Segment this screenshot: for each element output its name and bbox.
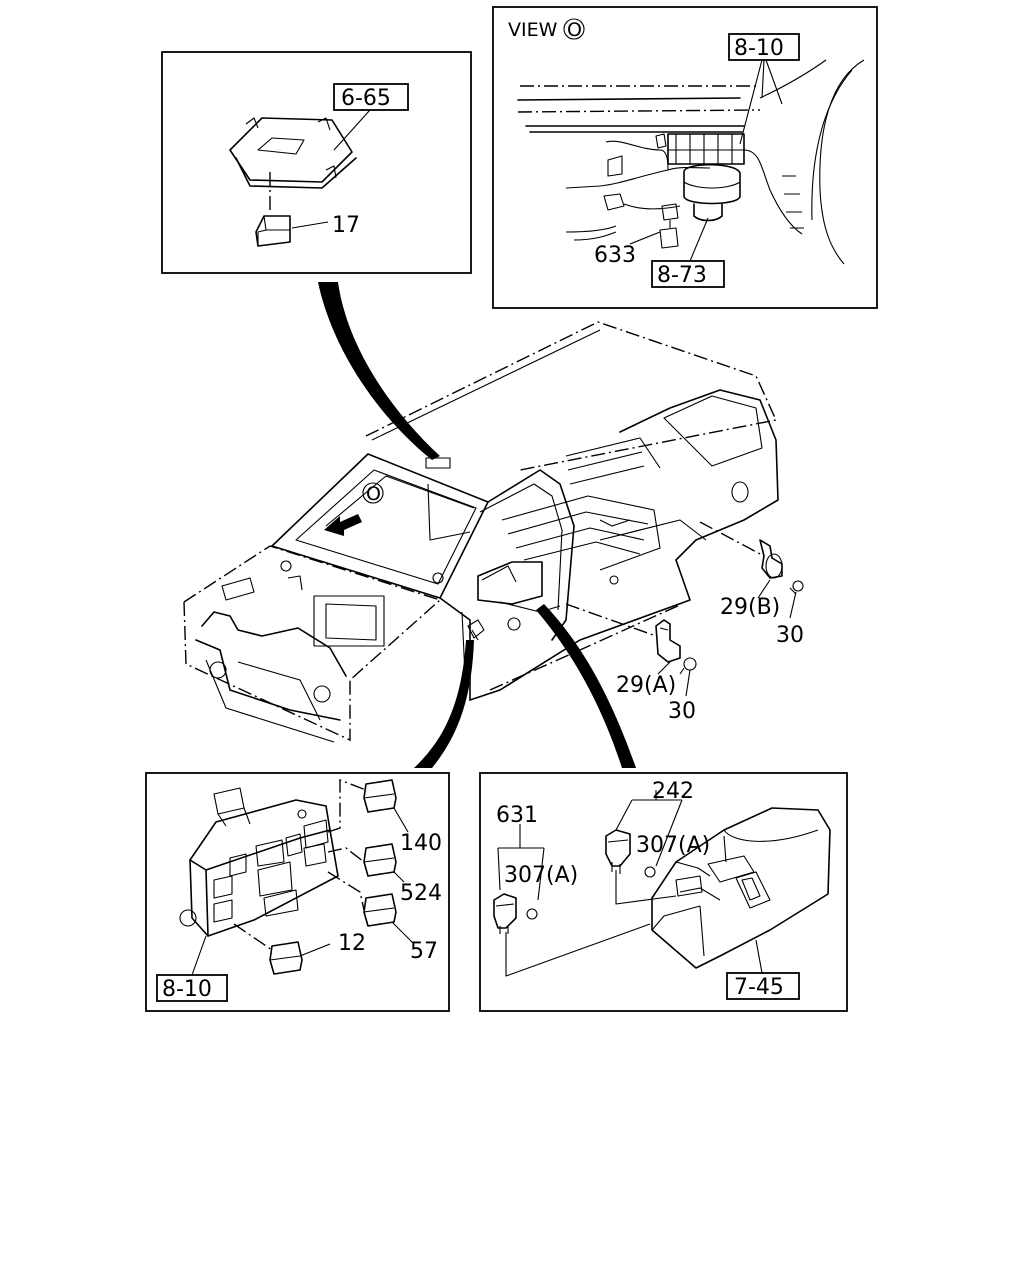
callout-17: 17 <box>332 213 360 238</box>
panel-dome-lamp: 17 6-65 <box>161 51 472 274</box>
callout-140: 140 <box>400 831 442 856</box>
callout-57: 57 <box>410 939 438 964</box>
callout-29a: 29(A) <box>616 673 676 698</box>
view-title: VIEW <box>508 19 558 41</box>
callout-30-lower: 30 <box>668 699 696 724</box>
ref-8-10-top: 8-10 <box>734 36 784 61</box>
callout-242: 242 <box>652 779 694 804</box>
panel-relay-box: 140 524 57 12 8-10 <box>145 772 450 1012</box>
ref-6-65: 6-65 <box>341 86 391 111</box>
callout-631: 631 <box>496 803 538 828</box>
sensor-29a <box>565 603 697 697</box>
leader-dome <box>318 282 440 460</box>
panel-console: 631 307(A) 242 307(A) 7-45 <box>479 772 848 1012</box>
callout-633: 633 <box>594 243 636 268</box>
sensor-29b <box>699 521 804 619</box>
panel-view-o: VIEW O 633 8-10 <box>492 6 878 309</box>
vehicle-body: O <box>183 321 779 743</box>
ref-8-73: 8-73 <box>657 263 707 288</box>
leader-fuse <box>414 640 474 768</box>
callout-30-upper: 30 <box>776 623 804 648</box>
callout-12: 12 <box>338 931 366 956</box>
callout-29b: 29(B) <box>720 595 780 620</box>
callout-307a-left: 307(A) <box>504 863 578 888</box>
leader-console <box>536 604 636 768</box>
relay-17-part <box>255 215 291 247</box>
callout-524: 524 <box>400 881 442 906</box>
ref-8-10-bottom: 8-10 <box>162 977 212 1002</box>
ref-7-45: 7-45 <box>734 975 784 1000</box>
vehicle-marker: O <box>366 483 381 505</box>
callout-307a-right: 307(A) <box>636 833 710 858</box>
view-marker: O <box>567 19 582 41</box>
